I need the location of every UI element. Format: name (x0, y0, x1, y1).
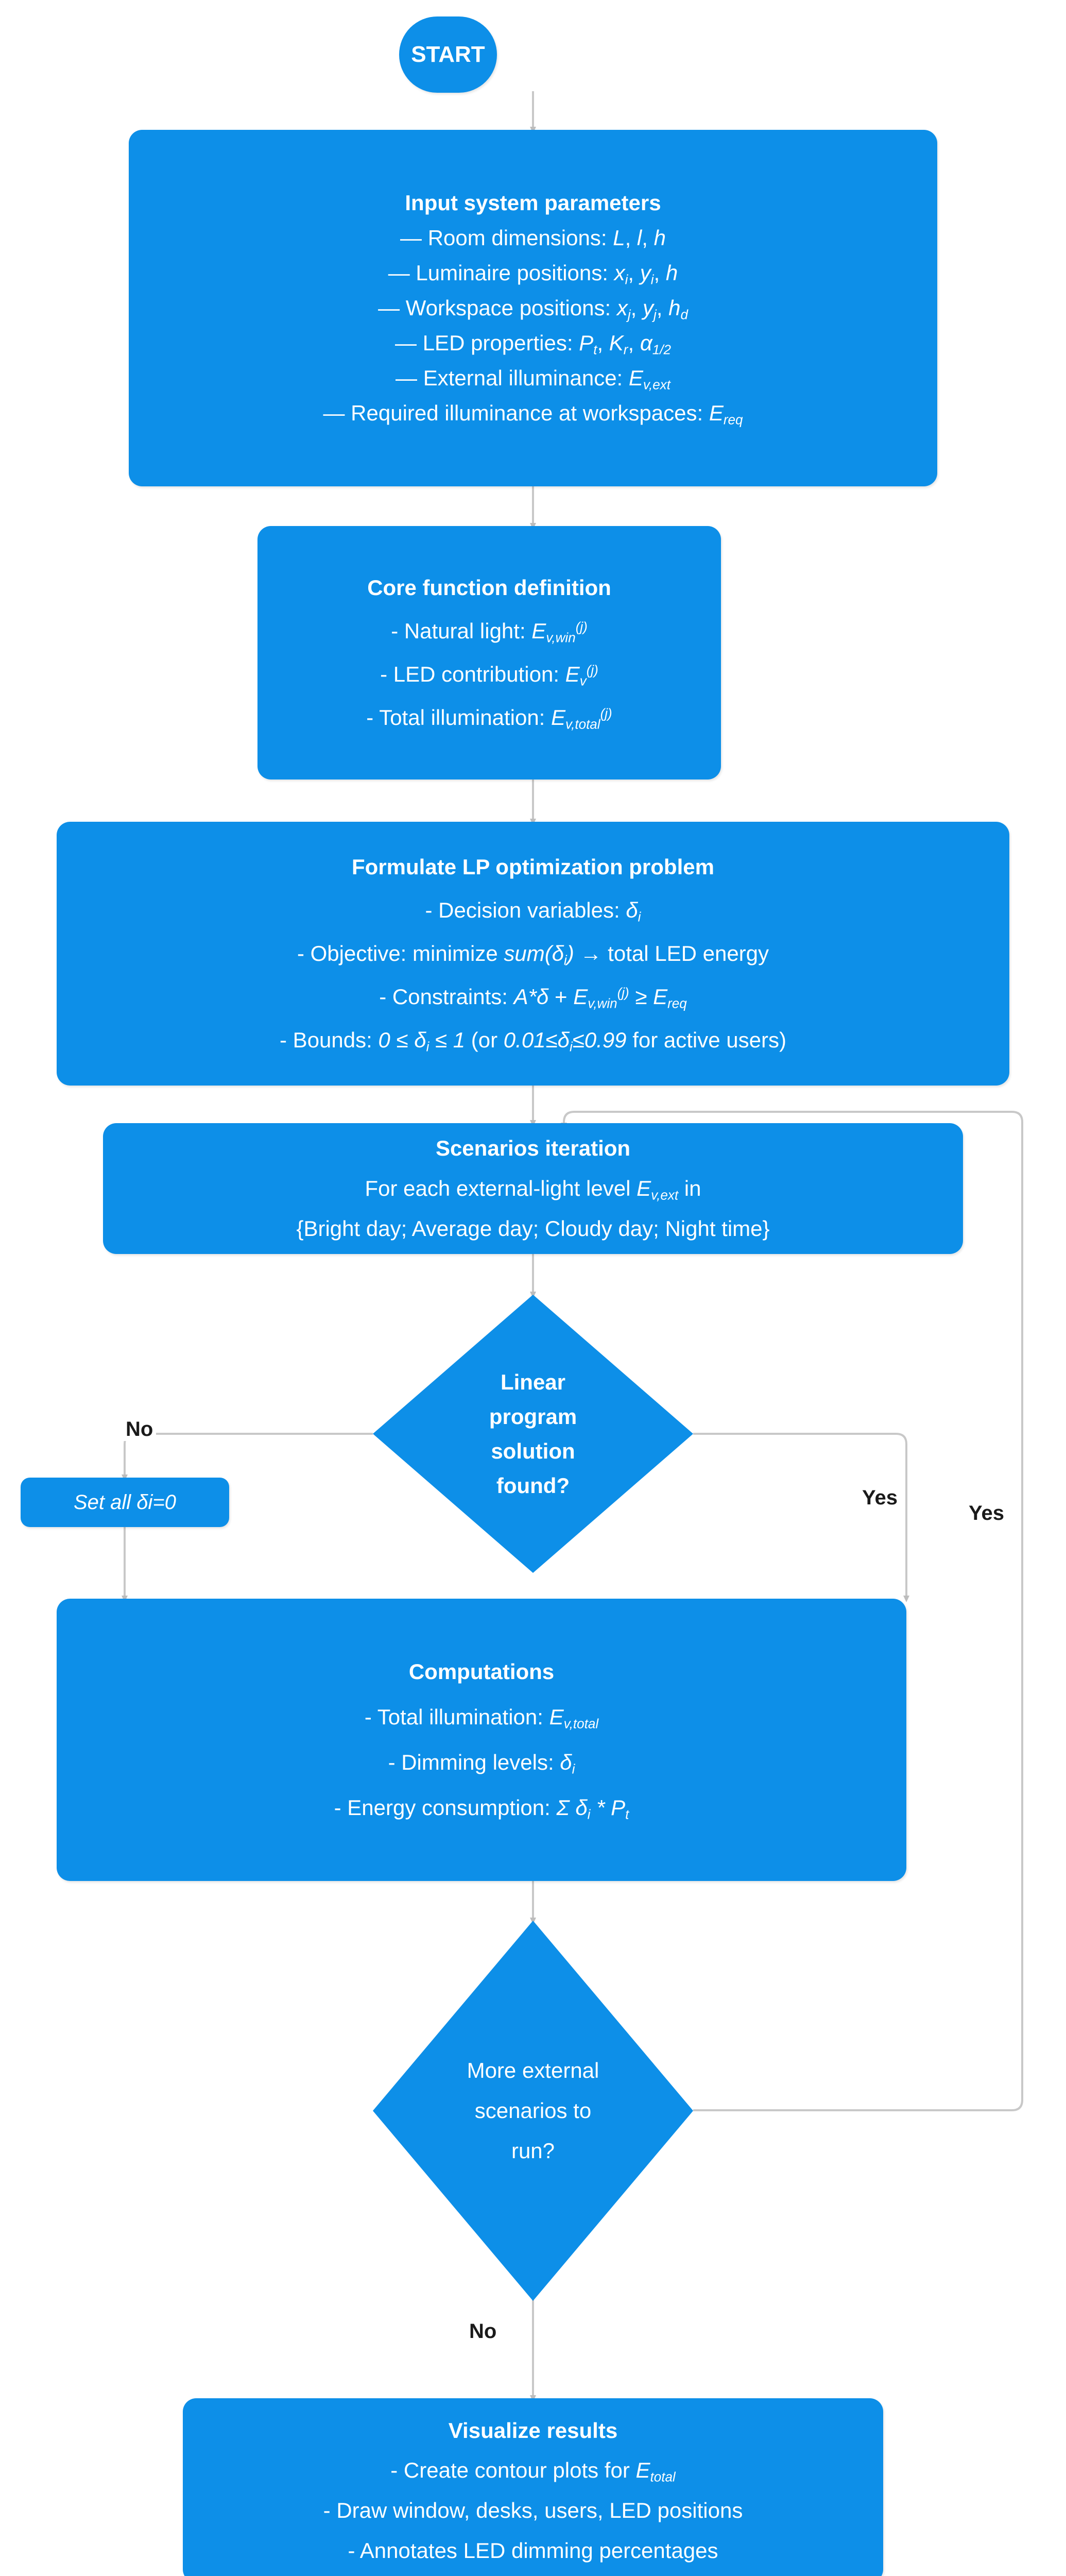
edge-label-more-no: No (466, 2320, 500, 2343)
node-start[interactable]: START (399, 16, 497, 93)
node-lp-title: Formulate LP optimization problem (352, 855, 714, 879)
node-set-zero-label: Set all δi=0 (73, 1490, 176, 1514)
node-visualize-line-1: - Create contour plots for Etotal (390, 2458, 676, 2485)
node-more-decision-line-2: scenarios to (474, 2098, 592, 2123)
node-input-title: Input system parameters (405, 190, 661, 215)
node-input-line-1: — Room dimensions: L, l, h (400, 225, 666, 250)
node-lp-solution-decision[interactable]: Linear program solution found? (373, 1295, 693, 1573)
node-set-all-delta-zero[interactable]: Set all δi=0 (21, 1478, 229, 1527)
node-start-label: START (411, 42, 485, 67)
node-lp-line-3: - Constraints: A*δ + Ev,win(j) ≥ Ereq (379, 985, 687, 1011)
node-lp-decision-line-3: solution (491, 1439, 575, 1463)
edge-label-lp-yes: Yes (859, 1486, 901, 1510)
edge-decision-no (122, 1433, 373, 1481)
node-core-line-2: - LED contribution: Ev(j) (380, 662, 598, 689)
node-scenarios-line-1: For each external-light level Ev,ext in (365, 1176, 701, 1203)
node-scenarios-title: Scenarios iteration (435, 1136, 631, 1161)
node-computations[interactable]: Computations - Total illumination: Ev,to… (57, 1599, 906, 1881)
edge-decision-yes (693, 1433, 909, 1602)
node-lp-decision-line-4: found? (496, 1473, 570, 1498)
node-scenarios-line-2: {Bright day; Average day; Cloudy day; Ni… (296, 1216, 770, 1241)
node-visualize-line-3: - Annotates LED dimming percentages (348, 2538, 718, 2563)
node-core-line-3: - Total illumination: Ev,total(j) (366, 705, 612, 732)
node-formulate-lp[interactable]: Formulate LP optimization problem - Deci… (57, 822, 1009, 1086)
node-input-line-4: — LED properties: Pt, Kr, α1/2 (395, 331, 671, 358)
node-more-scenarios-decision[interactable]: More external scenarios to run? (373, 1921, 693, 2301)
node-visualize-line-2: - Draw window, desks, users, LED positio… (323, 2498, 743, 2522)
node-lp-line-2: - Objective: minimize sum(δi) → total LE… (297, 941, 769, 968)
node-input-line-5: — External illuminance: Ev,ext (396, 366, 670, 393)
edge-label-loop-yes: Yes (966, 1502, 1007, 1525)
node-lp-decision-line-2: program (489, 1404, 577, 1429)
node-computations-line-3: - Energy consumption: Σ δi * Pt (334, 1795, 629, 1822)
node-more-decision-line-1: More external (467, 2058, 599, 2083)
node-core-title: Core function definition (367, 575, 611, 600)
node-core-function-definition[interactable]: Core function definition - Natural light… (257, 526, 721, 779)
node-more-decision-line-3: run? (511, 2138, 555, 2163)
edge-label-lp-no: No (123, 1418, 157, 1441)
node-lp-decision-line-1: Linear (500, 1369, 566, 1394)
node-input-line-3: — Workspace positions: xj, yj, hd (378, 295, 688, 323)
edge-more-yes-loopback (561, 1111, 1023, 2111)
node-lp-line-4: - Bounds: 0 ≤ δi ≤ 1 (or 0.01≤δi≤0.99 fo… (280, 1028, 786, 1055)
node-input-line-6: — Required illuminance at workspaces: Er… (323, 401, 743, 428)
node-input-line-2: — Luminaire positions: xi, yi, h (388, 260, 678, 287)
node-computations-title: Computations (408, 1659, 555, 1684)
node-core-line-1: - Natural light: Ev,win(j) (391, 619, 588, 646)
node-scenarios-iteration[interactable]: Scenarios iteration For each external-li… (103, 1123, 963, 1254)
node-computations-line-1: - Total illumination: Ev,total (364, 1704, 599, 1732)
node-lp-decision-text: Linear program solution found? (418, 1365, 648, 1503)
node-visualize-results[interactable]: Visualize results - Create contour plots… (183, 2398, 883, 2576)
node-computations-line-2: - Dimming levels: δi (388, 1750, 575, 1777)
node-more-decision-text: More external scenarios to run? (418, 2050, 648, 2171)
node-visualize-title: Visualize results (448, 2418, 618, 2443)
node-input-system-parameters[interactable]: Input system parameters — Room dimension… (129, 130, 937, 486)
node-lp-line-1: - Decision variables: δi (425, 898, 641, 925)
